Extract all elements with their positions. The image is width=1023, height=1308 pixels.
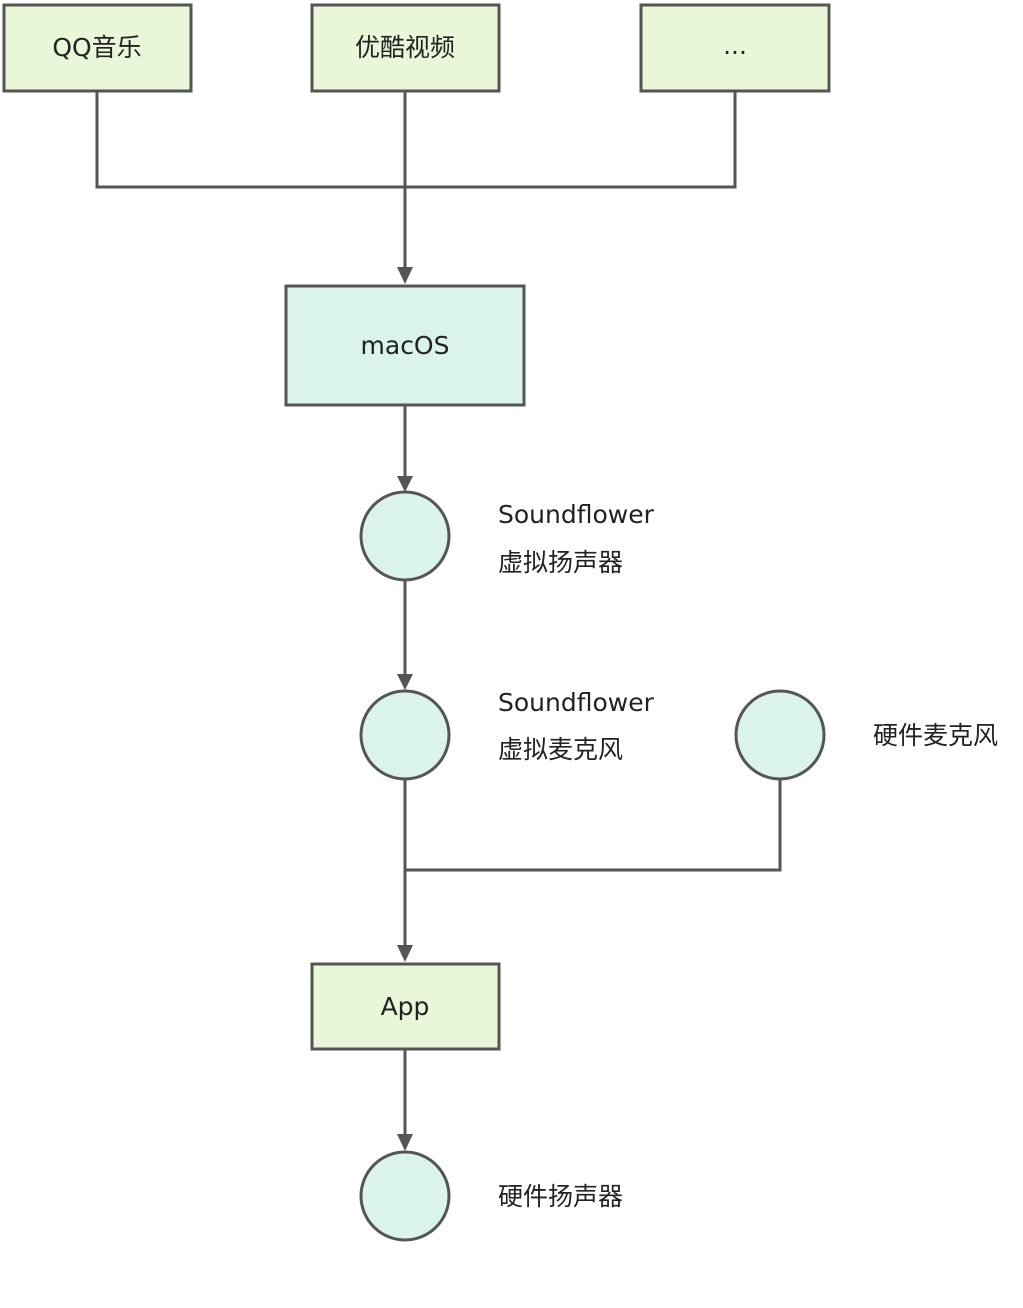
node-hardware-speaker: 硬件扬声器	[359, 1150, 623, 1242]
node-more-sources-box	[639, 3, 831, 93]
node-soundflower-speaker-circle	[359, 490, 451, 582]
node-qq-music: QQ音乐	[2, 3, 193, 93]
node-macos: macOS	[284, 284, 526, 407]
node-soundflower-mic: Soundflower 虚拟麦克风	[359, 688, 655, 781]
arrowhead-into-soundflower-mic	[397, 674, 413, 690]
node-app: App	[310, 962, 501, 1051]
node-macos-box	[284, 284, 526, 407]
edge-more-sources-to-bus	[405, 91, 737, 189]
node-soundflower-speaker: Soundflower 虚拟扬声器	[359, 490, 655, 582]
node-soundflower-speaker-label-line2: 虚拟扬声器	[498, 548, 623, 577]
node-qq-music-box	[2, 3, 193, 93]
node-more-sources: ...	[639, 3, 831, 93]
node-youku-label: 优酷视频	[355, 33, 455, 62]
node-hardware-speaker-label: 硬件扬声器	[498, 1182, 623, 1211]
node-more-sources-label: ...	[723, 31, 747, 60]
arrowhead-into-macos	[397, 267, 413, 284]
arrowhead-into-app	[397, 945, 413, 962]
node-soundflower-speaker-label-line1: Soundflower	[498, 500, 655, 529]
edge-qq-music-to-bus	[95, 91, 405, 189]
edge-hardware-mic-to-app	[405, 779, 782, 872]
arrowhead-into-hardware-speaker	[397, 1134, 413, 1151]
node-hardware-mic-label: 硬件麦克风	[873, 721, 998, 750]
node-soundflower-mic-label-line1: Soundflower	[498, 688, 655, 717]
node-qq-music-label: QQ音乐	[52, 33, 141, 62]
node-youku: 优酷视频	[310, 3, 501, 93]
node-hardware-speaker-circle	[359, 1150, 451, 1242]
node-youku-box	[310, 3, 501, 93]
node-hardware-mic: 硬件麦克风	[734, 689, 998, 781]
node-soundflower-mic-circle	[359, 689, 451, 781]
node-soundflower-mic-label-line2: 虚拟麦克风	[498, 735, 623, 764]
node-app-label: App	[381, 992, 430, 1021]
node-macos-label: macOS	[361, 331, 450, 360]
arrowhead-into-soundflower-speaker	[397, 476, 413, 492]
node-app-box	[310, 962, 501, 1051]
node-hardware-mic-circle	[734, 689, 826, 781]
